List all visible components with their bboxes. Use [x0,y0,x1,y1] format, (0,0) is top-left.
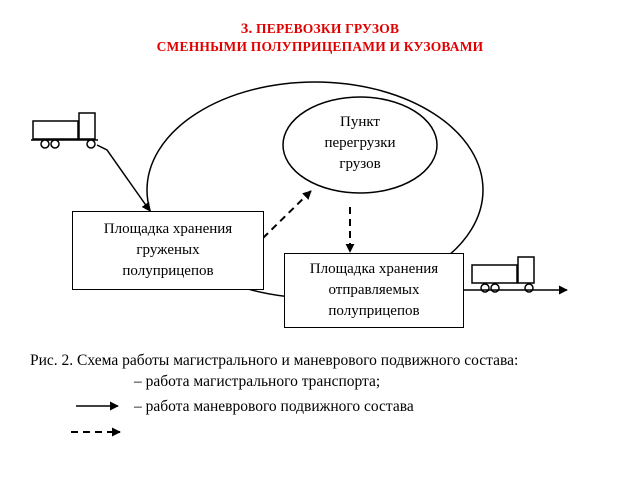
arrow-truck-to-loaded-storage [96,144,151,212]
outgoing-truck-icon [471,256,535,293]
title-line-1: ПЕРЕВОЗКИ ГРУЗОВ [256,21,400,36]
title-number: 3. [240,21,253,37]
figure-caption: Рис. 2. Схема работы магистрального и ма… [30,352,519,369]
transfer-point-ellipse [282,96,438,194]
loaded-storage-line-2: груженых [136,242,200,258]
diagram-title: 3. ПЕРЕВОЗКИ ГРУЗОВ СМЕННЫМИ ПОЛУПРИЦЕПА… [0,20,640,56]
title-line-2: СМЕННЫМИ ПОЛУПРИЦЕПАМИ И КУЗОВАМИ [156,39,484,54]
outgoing-storage-box: Площадка хранения отправляемых полуприце… [284,253,464,328]
arrow-loaded-to-transfer [262,190,312,239]
legend-dashed-label: – работа маневрового подвижного состава [134,398,414,415]
incoming-truck-icon [31,112,98,149]
outgoing-storage-line-1: Площадка хранения [309,261,439,277]
transfer-point-label: Пункт перегрузки грузов [286,112,434,175]
transfer-point-line-3: грузов [339,156,381,172]
transfer-point-line-1: Пункт [339,114,380,130]
legend-solid-label: – работа магистрального транспорта; [134,373,381,390]
outgoing-storage-line-3: полуприцепов [328,303,420,319]
loaded-storage-line-1: Площадка хранения [103,221,233,237]
outgoing-storage-line-2: отправляемых [328,282,420,298]
loaded-storage-box: Площадка хранения груженых полуприцепов [72,211,264,290]
transfer-point-line-2: перегрузки [324,135,396,151]
loaded-storage-line-3: полуприцепов [122,263,214,279]
